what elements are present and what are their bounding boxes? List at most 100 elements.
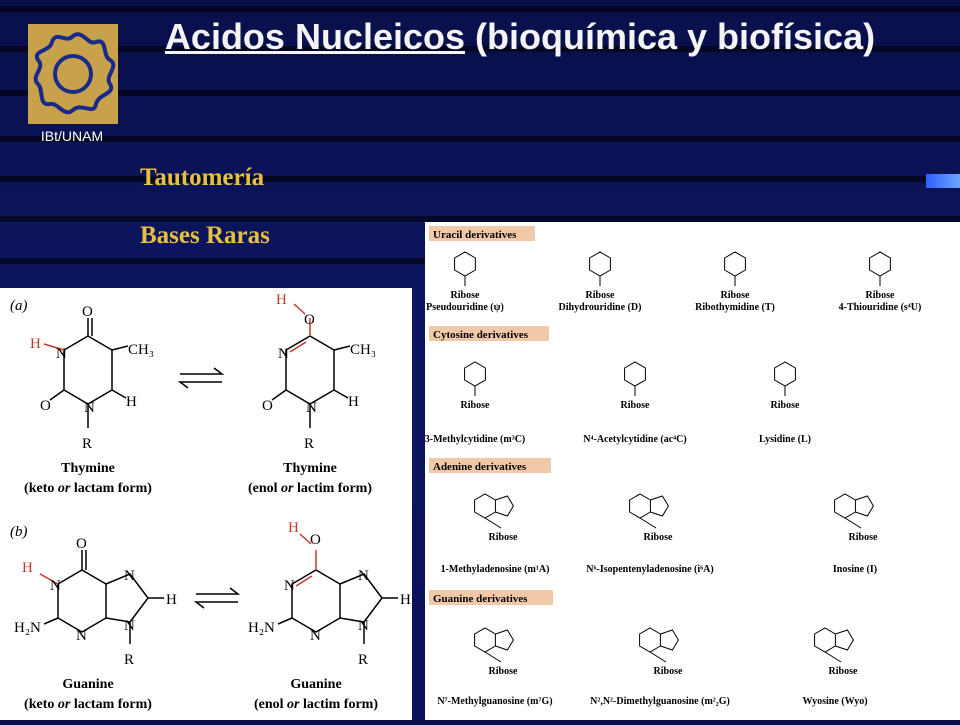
svg-text:N: N xyxy=(124,618,135,634)
bg-stripe xyxy=(0,136,960,142)
bg-stripe xyxy=(0,6,960,12)
section-guanine: Guanine derivatives xyxy=(429,590,553,605)
rare-base-name: 4-Thiouridine (s⁴U) xyxy=(839,302,922,313)
svg-text:H: H xyxy=(276,292,287,308)
svg-text:N: N xyxy=(278,346,289,362)
logo-caption: IBt/UNAM xyxy=(40,128,104,144)
svg-text:N: N xyxy=(306,400,317,416)
menu-item-bases-raras[interactable]: Bases Raras xyxy=(140,222,270,249)
svg-text:O: O xyxy=(304,312,315,328)
svg-text:N: N xyxy=(310,628,321,644)
ribose-label: Ribose xyxy=(489,532,518,543)
ribose-label: Ribose xyxy=(621,400,650,411)
glycosidic-bond xyxy=(639,517,657,529)
title-rest: (bioquímica y biofísica) xyxy=(465,16,876,57)
svg-text:R: R xyxy=(358,652,368,668)
imidazole-ring-icon xyxy=(650,495,669,517)
logo-emblem-icon xyxy=(33,32,116,115)
uracil-header: Uracil derivatives xyxy=(433,229,517,241)
rare-base-name: N⁷-Methylguanosine (m⁷G) xyxy=(437,696,552,707)
guanine-keto-structure xyxy=(39,550,164,644)
guanine-header: Guanine derivatives xyxy=(433,593,528,605)
ribose-label: Ribose xyxy=(461,400,490,411)
svg-text:H₂N: H₂N xyxy=(248,620,275,636)
ribose-label: Ribose xyxy=(451,290,480,301)
svg-text:O: O xyxy=(310,532,321,548)
equilibrium-arrow-icon xyxy=(193,587,241,609)
guanine-keto-form: (keto or lactam form) xyxy=(24,697,152,712)
svg-text:H: H xyxy=(348,394,359,410)
base-ring-icon xyxy=(589,251,611,277)
svg-text:O: O xyxy=(82,304,93,320)
svg-text:N: N xyxy=(56,346,67,362)
svg-text:H: H xyxy=(22,560,33,576)
ribose-label: Ribose xyxy=(849,532,878,543)
guanine-keto-name: Guanine xyxy=(62,677,113,692)
bg-stripe xyxy=(0,216,960,222)
rare-base-name: Lysidine (L) xyxy=(759,434,811,445)
svg-text:N: N xyxy=(76,628,87,644)
base-ring-icon xyxy=(624,361,646,387)
svg-text:O: O xyxy=(40,398,51,414)
rare-base-name: N⁴-Acetylcytidine (ac⁴C) xyxy=(583,434,686,445)
thymine-enol-name: Thymine xyxy=(283,461,337,476)
ribose-label: Ribose xyxy=(866,290,895,301)
svg-text:CH₃: CH₃ xyxy=(128,342,154,358)
cytosine-header-bg xyxy=(429,326,549,341)
label-a: (a) xyxy=(10,298,28,314)
page-title: Acidos Nucleicos (bioquímica y biofísica… xyxy=(150,14,890,60)
base-ring-icon xyxy=(774,361,796,387)
glycosidic-bond xyxy=(484,517,502,529)
bg-stripe xyxy=(0,176,960,182)
section-uracil: Uracil derivatives xyxy=(429,226,535,241)
base-ring-icon xyxy=(724,251,746,277)
base-ring-icon xyxy=(629,493,651,519)
svg-text:H: H xyxy=(166,592,177,608)
equilibrium-arrow-icon xyxy=(177,367,225,389)
rare-base-name: 3-Methylcytidine (m³C) xyxy=(425,434,525,445)
rare-base-name: 1-Methyladenosine (m¹A) xyxy=(441,564,550,575)
svg-text:N: N xyxy=(84,400,95,416)
rare-base-name: Wyosine (Wyo) xyxy=(802,696,867,707)
svg-text:N: N xyxy=(358,568,369,584)
guanine-enol-form: (enol or lactim form) xyxy=(254,697,378,712)
guanine-enol-structure xyxy=(277,533,398,644)
svg-text:O: O xyxy=(76,536,87,552)
base-ring-icon xyxy=(639,627,661,653)
thymine-keto-name: Thymine xyxy=(61,461,115,476)
svg-text:H: H xyxy=(30,336,41,352)
imidazole-ring-icon xyxy=(495,629,514,651)
bg-stripe xyxy=(0,46,960,52)
imidazole-ring-icon xyxy=(660,629,679,651)
rare-base-name: N⁶-Isopentenyladenosine (i⁶A) xyxy=(586,564,713,575)
svg-text:N: N xyxy=(50,578,61,594)
imidazole-ring-icon xyxy=(855,495,874,517)
svg-text:R: R xyxy=(304,436,314,452)
base-ring-icon xyxy=(474,627,496,653)
menu-item-tautomeria[interactable]: Tautomería xyxy=(140,164,265,191)
svg-text:H₂N: H₂N xyxy=(14,620,41,636)
ribose-label: Ribose xyxy=(654,666,683,677)
svg-text:H: H xyxy=(400,592,411,608)
title-underlined: Acidos Nucleicos xyxy=(164,16,466,57)
svg-text:N: N xyxy=(358,618,369,634)
adenine-header-bg xyxy=(429,458,551,473)
ribose-label: Ribose xyxy=(644,532,673,543)
glycosidic-bond xyxy=(824,651,842,663)
guanine-header-bg xyxy=(429,590,553,605)
svg-text:R: R xyxy=(124,652,134,668)
tautomerism-figure: (a) O N N O CH₃ H R H xyxy=(0,288,412,720)
uracil-header-bg xyxy=(429,226,535,241)
ribose-label: Ribose xyxy=(586,290,615,301)
adenine-header: Adenine derivatives xyxy=(433,461,527,473)
thymine-enol-form: (enol or lactim form) xyxy=(248,481,372,496)
bg-stripe xyxy=(0,90,960,96)
imidazole-ring-icon xyxy=(835,629,854,651)
imidazole-ring-icon xyxy=(495,495,514,517)
svg-text:N: N xyxy=(284,578,295,594)
svg-text:H: H xyxy=(288,520,299,536)
base-ring-icon xyxy=(834,493,856,519)
